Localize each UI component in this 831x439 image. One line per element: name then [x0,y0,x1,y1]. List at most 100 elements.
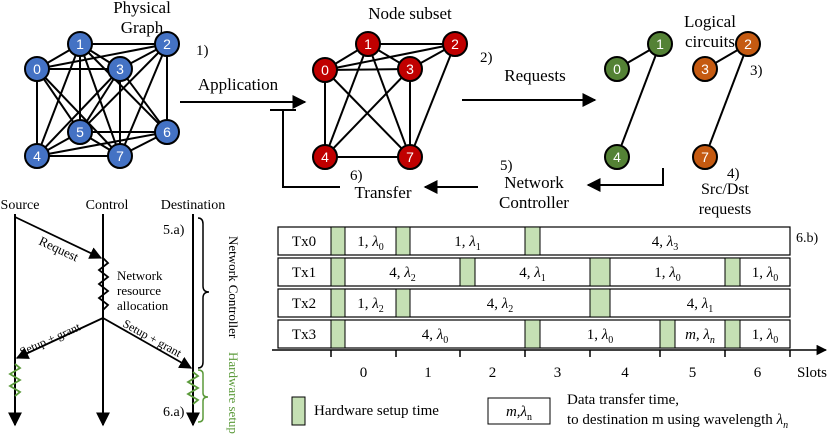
hw-setup-cell [589,257,611,287]
physical-edge-3-6 [119,68,168,133]
logical-circuits-edges [616,43,749,158]
srcdst-label-2: requests [699,201,751,218]
hw-setup-cell [459,257,476,287]
seq-step-5a: 5.a) [163,223,185,238]
legend-desc-1: Data transfer time, [567,392,679,408]
hw-setup-cell [524,319,541,349]
subset-node-7 [397,144,423,170]
data-transfer-cell: 1, λ0 [752,265,779,284]
schedule-row-label: Tx3 [292,327,316,343]
step-4-label: 4) [727,166,740,182]
physical-node-3 [107,56,133,82]
physical-node-4 [24,143,50,169]
seq-setup-right-arrow [102,317,193,369]
data-transfer-cell: 1, λ0 [587,327,614,346]
physical-node-5 [67,119,93,145]
subset-node-2 [442,31,468,57]
physical-node-label-2: 2 [163,36,171,52]
schedule-row-Tx2 [277,288,791,318]
seq-source-label: Source [1,198,40,213]
hw-setup-cell [589,288,611,318]
srcdst-label-1: Src/Dst [701,181,750,198]
data-transfer-cell: 1, λ0 [357,234,384,253]
seq-resource-label-3: allocation [117,298,169,313]
legend-cell-lambda: λ [520,404,528,420]
legend-hw-label: Hardware setup time [314,403,439,419]
schedule-step-label: 6.b) [796,231,819,246]
slot-label-2: 2 [489,365,497,381]
data-transfer-cell: 4, λ2 [487,296,514,315]
slot-label-5: 5 [689,365,697,381]
legend-cell-text: m,λn [506,404,532,423]
node-subset-title: Node subset [368,4,452,23]
data-transfer-cell: 4, λ1 [519,265,546,284]
logical-circuits-title-1: Logical [684,12,736,31]
data-transfer-cell: 4, λ2 [389,265,416,284]
logical-green-node-label-1: 1 [656,36,664,52]
hw-setup-cell [724,257,741,287]
requests-label: Requests [504,66,565,85]
subset-node-0 [312,57,338,83]
subset-edge-1-7 [367,43,411,158]
seq-step-6a: 6.a) [163,405,185,420]
subset-edge-1-4 [324,43,369,158]
hw-setup-cell [395,288,411,318]
seq-setup-grant-left: Setup + grant [18,319,83,358]
step-1-label: 1) [196,43,209,59]
seq-hw-zigzag-left [8,363,22,397]
physical-node-label-1: 1 [76,36,84,52]
physical-node-2 [154,31,180,57]
logical-green-node-0 [604,56,630,82]
data-transfer-cell: 1, λ2 [357,296,384,315]
logical-orange-node-2 [735,31,761,57]
legend-desc-lambda: λ [776,412,784,428]
physical-graph-title-2: Graph [121,18,164,37]
data-transfer-cell: 1, λ0 [654,265,681,284]
slot-label-1: 1 [424,365,432,381]
transfer-line [282,110,340,188]
hw-setup-cell [330,288,346,318]
slot-label-4: 4 [621,365,629,381]
physical-edge-3-4 [36,68,121,157]
logical-orange-edge-2-7 [704,43,749,158]
seq-resource-zigzag [97,257,110,311]
physical-graph-title-1: Physical [113,0,171,17]
seq-request-arrow [14,216,103,259]
schedule-row-label: Tx1 [292,265,316,281]
step-3-label: 3) [750,63,763,79]
schedule-row-label: Tx2 [292,296,316,312]
physical-node-0 [24,56,50,82]
data-transfer-cell: m, λn [685,327,715,346]
slot-label-0: 0 [360,365,368,381]
logical-circuits-title-2: circuits [685,32,735,51]
slots-axis-label: Slots [797,365,827,381]
subset-node-label-3: 3 [406,61,414,77]
application-label: Application [198,75,279,94]
legend-cell-m: m [506,404,517,420]
network-controller-label-2: Controller [499,193,569,212]
logical-orange-node-3 [692,56,718,82]
subset-edge-0-3 [324,68,411,71]
physical-node-label-4: 4 [33,148,41,164]
seq-resource-label-1: Network [117,268,163,283]
srcdst-arrow [586,168,664,192]
hw-setup-cell [330,226,346,256]
hw-setup-cell [524,226,541,256]
physical-edge-0-2 [36,43,168,70]
step-5-label: 5) [500,158,513,174]
step-2-label: 2) [480,50,493,66]
legend-desc-2: to destination m using wavelength λn [567,412,788,431]
schedule-row-label: Tx0 [292,234,316,250]
seq-hw-bracket [197,369,209,423]
logical-orange-node-label-7: 7 [701,149,709,165]
subset-edge-3-4 [324,68,411,158]
hw-setup-cell [659,319,676,349]
subset-node-label-2: 2 [451,36,459,52]
